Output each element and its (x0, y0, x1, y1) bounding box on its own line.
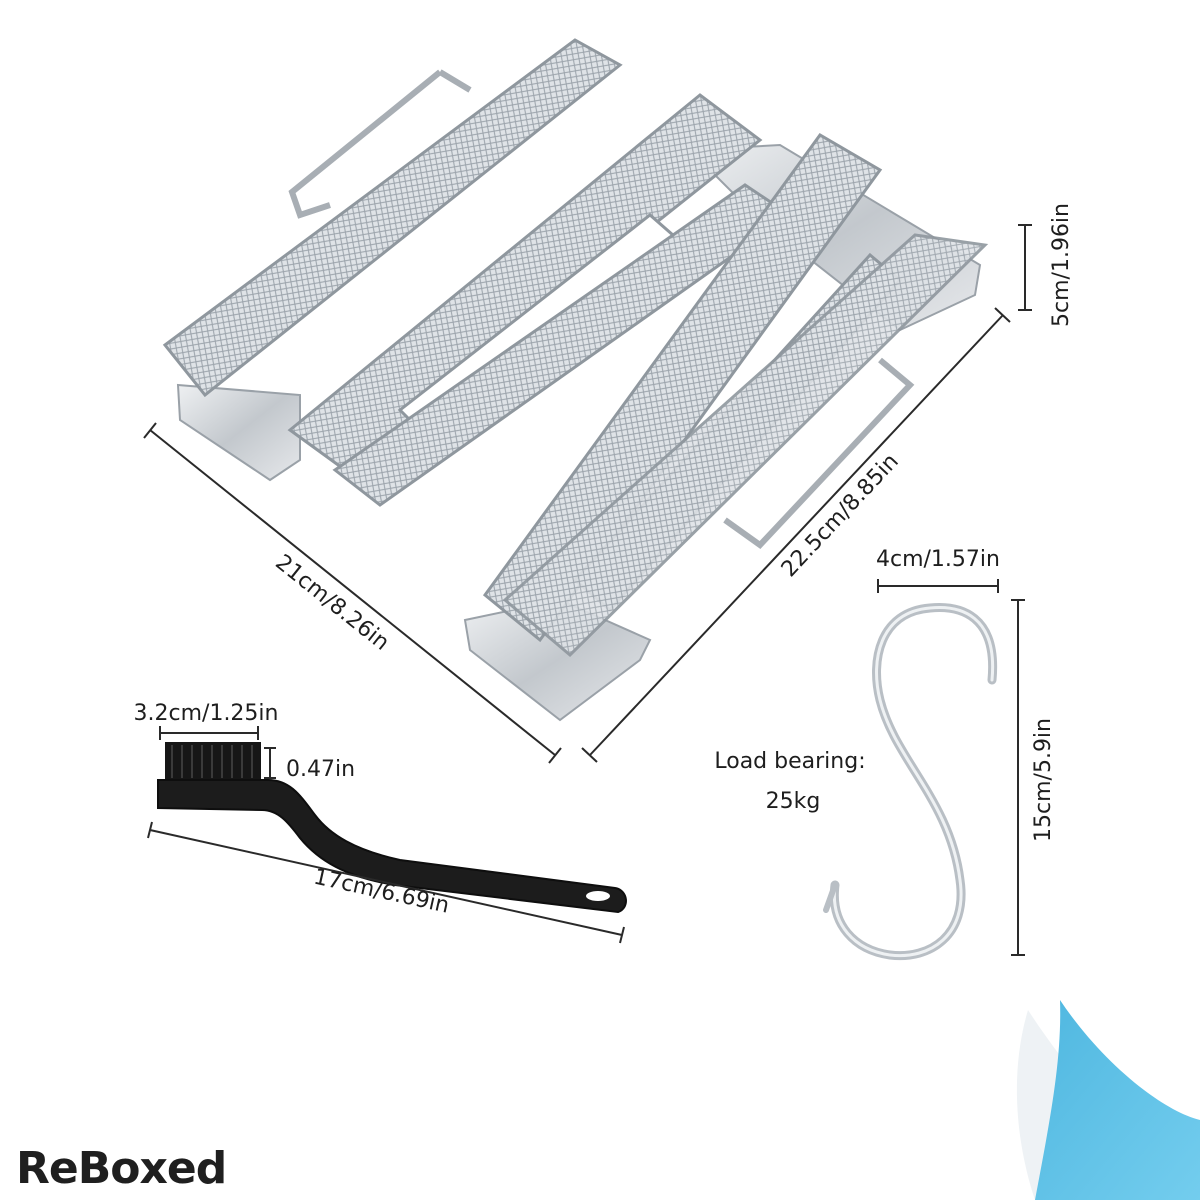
s-hook-icon (823, 603, 998, 961)
brush-head-width-label: 3.2cm/1.25in (134, 701, 279, 726)
brush-head-height-dimension: 0.47in (264, 747, 355, 782)
hook-width-label: 4cm/1.57in (876, 547, 1000, 572)
cleaning-brush-icon (157, 742, 627, 914)
brush-head-height-label: 0.47in (286, 757, 355, 782)
corner-page-curl-icon (1016, 1000, 1200, 1200)
hook-length-label: 15cm/5.9in (1031, 718, 1056, 842)
reboxed-logo: ReBoxed (16, 1143, 226, 1194)
load-bearing-label: Load bearing: (714, 749, 865, 774)
tray-height-label: 5cm/1.96in (1049, 203, 1074, 327)
smoker-mesh-tray-icon (162, 38, 989, 722)
tray-height-dimension: 5cm/1.96in (1018, 203, 1074, 327)
load-bearing-note: Load bearing: 25kg (714, 749, 865, 814)
tray-length-label: 21cm/8.26in (270, 550, 393, 656)
hook-length-dimension: 15cm/5.9in (1011, 599, 1056, 956)
load-bearing-value: 25kg (766, 789, 821, 814)
brush-head-width-dimension: 3.2cm/1.25in (134, 701, 279, 740)
hook-width-dimension: 4cm/1.57in (876, 547, 1000, 593)
